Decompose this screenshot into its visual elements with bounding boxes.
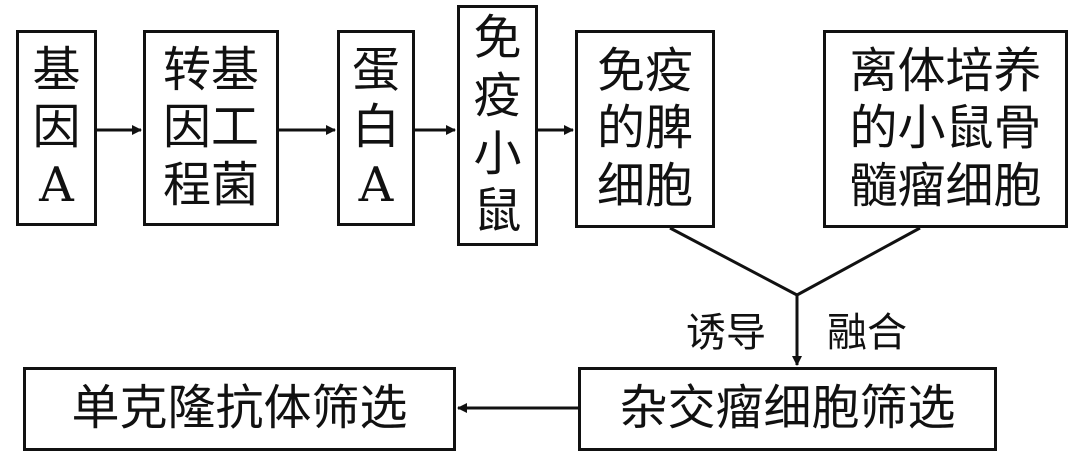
transgenic-bacteria-node: 转基 因工 程菌	[143, 30, 279, 226]
induce-label: 诱导	[686, 310, 766, 356]
monoclonal-screening-label: 单克隆抗体筛选	[71, 380, 408, 437]
spleen-cells-label: 免疫 的脾 细胞	[596, 42, 693, 214]
protein-a-label: 蛋 白 A	[351, 41, 400, 213]
line-myeloma-to-merge	[796, 226, 921, 297]
transgenic-bacteria-label: 转基 因工 程菌	[162, 41, 259, 213]
hybridoma-screening-label: 杂交瘤细胞筛选	[619, 380, 956, 437]
myeloma-cells-label: 离体培养 的小鼠骨 髓瘤细胞	[849, 42, 1042, 214]
spleen-cells-node: 免疫 的脾 细胞	[575, 30, 715, 228]
protein-a-node: 蛋 白 A	[337, 30, 415, 226]
myeloma-cells-node: 离体培养 的小鼠骨 髓瘤细胞	[823, 30, 1068, 228]
immunized-mouse-node: 免 疫 小 鼠	[457, 5, 538, 246]
immunized-mouse-label: 免 疫 小 鼠	[473, 10, 522, 240]
line-spleen-to-merge	[669, 226, 798, 297]
gene-a-node: 基 因 A	[16, 30, 97, 226]
gene-a-label: 基 因 A	[32, 41, 81, 213]
fusion-label: 融合	[827, 310, 907, 356]
monoclonal-screening-node: 单克隆抗体筛选	[23, 367, 456, 451]
hybridoma-screening-node: 杂交瘤细胞筛选	[578, 367, 997, 451]
